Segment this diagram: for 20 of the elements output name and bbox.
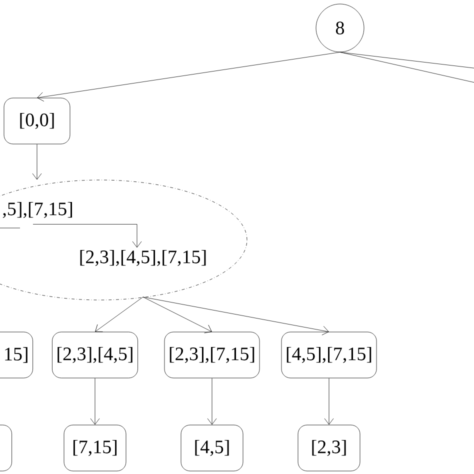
interval-box: 15] (0, 332, 33, 378)
arrow (90, 378, 100, 425)
interval-label: [2,3],[4,5],[7,15] (80, 250, 206, 266)
interval-box: [2,3] (298, 424, 360, 472)
arrow (207, 378, 217, 425)
arrow (142, 296, 212, 334)
interval-box: [7,15] (64, 424, 126, 472)
interval-box: [2,3],[4,5] (52, 332, 138, 378)
interval-box: [0,0] (4, 98, 70, 144)
arrow (32, 144, 42, 180)
interval-box: [4,5],[7,15] (281, 332, 377, 378)
interval-box: [2,3],[7,15] (164, 332, 260, 378)
arrow (142, 296, 329, 336)
arrow (95, 296, 144, 332)
arrow (32, 224, 142, 248)
interval-box: [4,5] (180, 424, 244, 472)
interval-label: ,5],[7,15] (2, 202, 72, 218)
arrow (324, 378, 334, 425)
interval-box (0, 424, 12, 472)
arrow (37, 52, 340, 102)
